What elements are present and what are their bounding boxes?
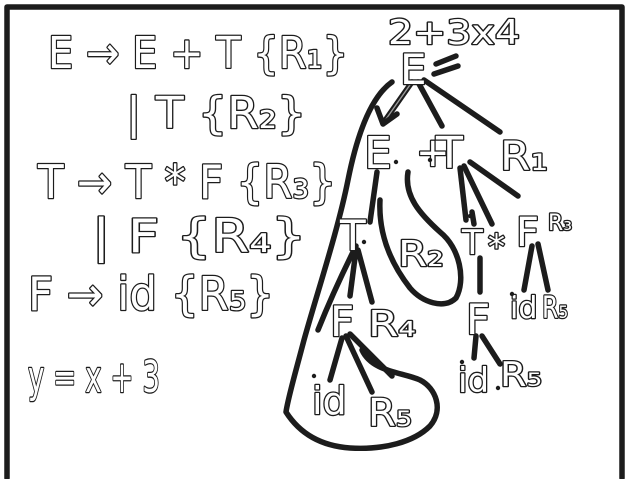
grammar-rule-4: | F {R₄} bbox=[92, 209, 306, 264]
tree-input-string: 2+3x4 bbox=[388, 13, 520, 53]
parse-tree-nodes: 2+3x4 E E + T R₁ T R₂ F R₄ id R₅ T * F R… bbox=[311, 12, 574, 437]
tree-rule-r2: R₂ bbox=[398, 234, 444, 275]
tree-rule-r5-left: R₅ bbox=[368, 391, 412, 435]
tree-node-star: * bbox=[488, 227, 505, 267]
grammar-rule-5: F → id {R₅} bbox=[28, 267, 274, 321]
tree-node-t: T bbox=[435, 128, 463, 179]
tree-node-e: E bbox=[364, 128, 392, 179]
tree-rule-r1: R₁ bbox=[500, 134, 548, 180]
tree-node-root-e: E bbox=[400, 45, 427, 94]
tree-node-left-id: id bbox=[312, 379, 347, 423]
grammar-rule-1: E → E + T {R₁} bbox=[48, 28, 348, 79]
grammar-rule-3: T → T * F {R₃} bbox=[37, 155, 336, 209]
tree-rule-r4: R₄ bbox=[368, 304, 416, 345]
tree-rule-r3: R₃ bbox=[548, 211, 572, 236]
tree-node-plus: + bbox=[416, 130, 450, 176]
tree-node-right-f: F bbox=[466, 295, 490, 344]
grammar-rules: E → E + T {R₁} | T {R₂} T → T * F {R₃} |… bbox=[27, 27, 350, 405]
tree-node-right-f-top: F bbox=[516, 210, 539, 256]
root-annotation-marks bbox=[431, 53, 461, 77]
tree-position-dots bbox=[311, 157, 515, 391]
tree-rule-r5-right: R₅ bbox=[500, 355, 542, 395]
tree-rule-r5-right-top: R₅ bbox=[542, 291, 568, 326]
tree-node-right-t: T bbox=[461, 223, 483, 263]
grammar-rule-6: y = x + 3 bbox=[28, 352, 160, 403]
tree-node-right-id: id bbox=[458, 361, 489, 401]
parse-tree-edges bbox=[283, 77, 551, 452]
tree-node-left-f: F bbox=[330, 297, 354, 346]
tree-node-left-t: T bbox=[339, 211, 366, 260]
tree-node-right-id-top: id bbox=[510, 291, 537, 326]
grammar-rule-2: | T {R₂} bbox=[126, 88, 306, 139]
board-border bbox=[4, 4, 625, 479]
